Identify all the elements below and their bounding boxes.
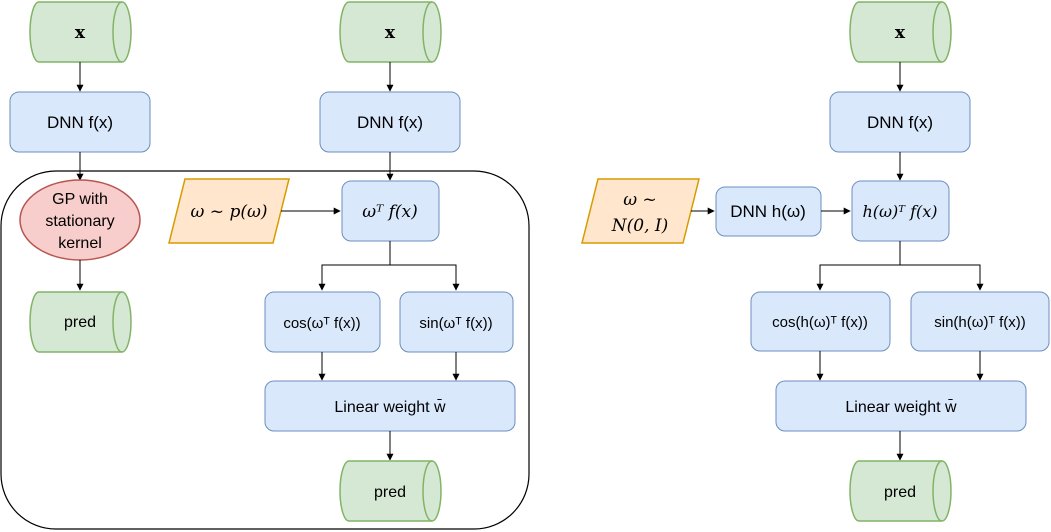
right-sin-label: sin(h(ω)ᵀ f(x)) — [934, 314, 1026, 331]
fork-line — [390, 264, 460, 291]
middle-pred-cylinder: pred — [339, 460, 442, 522]
right-projection-box: h(ω)ᵀ f(x) — [851, 180, 950, 242]
right-dnn-label: DNN f(x) — [867, 113, 933, 132]
middle-cos-label: cos(ωᵀ f(x)) — [283, 315, 360, 332]
omega-normal-line1: ω ~ — [623, 190, 657, 210]
feature-group-container — [0, 170, 530, 530]
left-pred-cylinder: pred — [29, 291, 132, 353]
middle-sin-box: sin(ωᵀ f(x)) — [399, 291, 514, 353]
middle-input-label: x — [385, 23, 396, 43]
middle-linear-weight-box: Linear weight w̄ — [264, 380, 516, 432]
fork-line — [900, 264, 984, 291]
left-input-label: x — [75, 23, 86, 43]
right-input-cylinder: x — [849, 1, 952, 63]
right-pred-cylinder: pred — [849, 460, 952, 522]
right-pred-label: pred — [884, 484, 916, 501]
middle-projection-label: ωᵀ f(x) — [362, 202, 418, 222]
dnn-h-box: DNN h(ω) — [715, 186, 822, 237]
right-dnn-box: DNN f(x) — [829, 91, 971, 153]
middle-dnn-box: DNN f(x) — [319, 91, 461, 153]
right-cos-label: cos(h(ω)ᵀ f(x)) — [772, 314, 868, 331]
right-projection-label: h(ω)ᵀ f(x) — [862, 202, 937, 221]
middle-projection-box: ωᵀ f(x) — [341, 180, 440, 242]
omega-sample-label: ω ~ p(ω) — [191, 202, 268, 222]
fork-line — [318, 241, 391, 291]
dnn-h-label: DNN h(ω) — [730, 202, 806, 221]
fork-line — [816, 241, 901, 291]
middle-input-cylinder: x — [339, 1, 442, 63]
gp-stationary-kernel-ellipse: GP with stationary kernel — [19, 179, 141, 261]
right-cos-box: cos(h(ω)ᵀ f(x)) — [750, 291, 891, 352]
left-dnn-label: DNN f(x) — [47, 113, 113, 132]
right-sin-box: sin(h(ω)ᵀ f(x)) — [910, 291, 1050, 352]
middle-pred-label: pred — [374, 484, 406, 501]
gp-label-line1: GP with — [52, 191, 108, 208]
omega-normal-parallelogram: ω ~ N(0, I) — [581, 178, 700, 244]
left-input-cylinder: x — [29, 1, 132, 63]
middle-dnn-label: DNN f(x) — [357, 113, 423, 132]
gp-label-line3: kernel — [58, 235, 102, 252]
omega-sample-parallelogram: ω ~ p(ω) — [168, 178, 290, 244]
right-input-label: x — [895, 23, 906, 43]
middle-sin-label: sin(ωᵀ f(x)) — [419, 315, 492, 332]
left-dnn-box: DNN f(x) — [9, 91, 151, 153]
omega-normal-line2: N(0, I) — [611, 216, 668, 236]
middle-cos-box: cos(ωᵀ f(x)) — [264, 291, 381, 353]
right-linear-label: Linear weight w̄ — [845, 399, 957, 416]
left-pred-label: pred — [64, 314, 96, 331]
right-linear-weight-box: Linear weight w̄ — [775, 380, 1027, 432]
middle-linear-label: Linear weight w̄ — [334, 399, 446, 416]
gp-label-line2: stationary — [45, 213, 114, 230]
